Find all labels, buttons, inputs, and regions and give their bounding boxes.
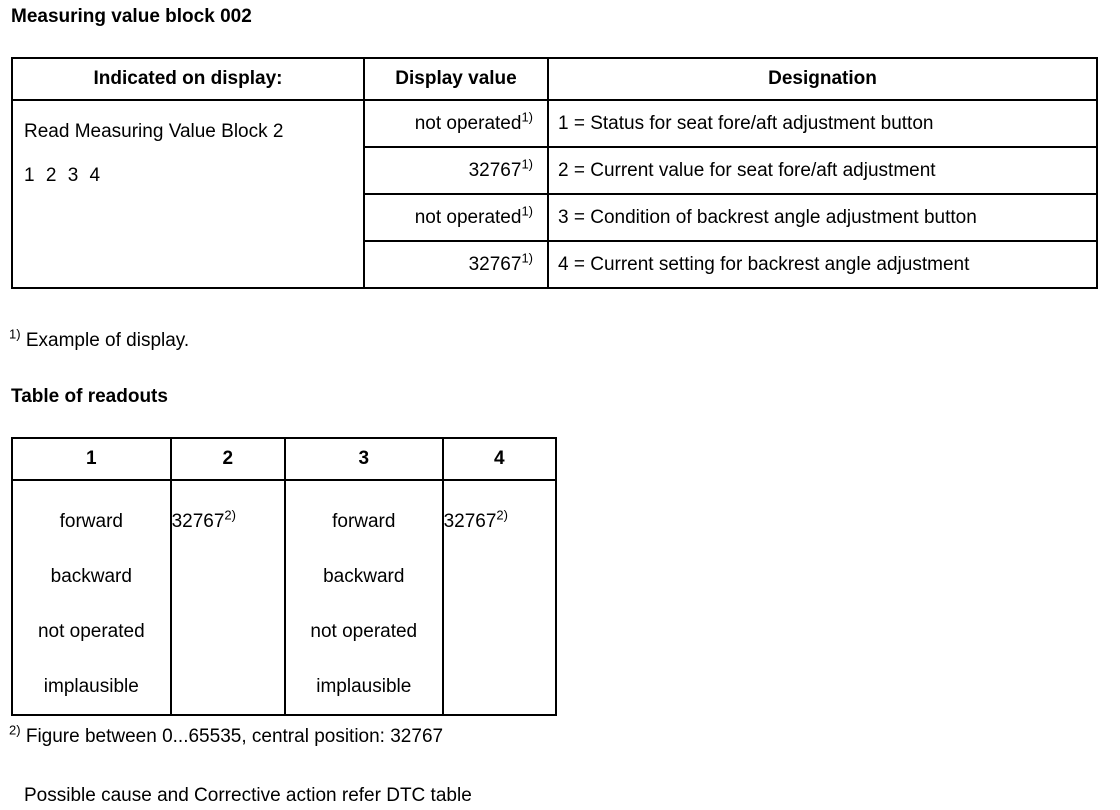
table-row: 327671) 2 = Current value for seat fore/… (12, 146, 1098, 195)
footnote-1-text: Example of display. (25, 330, 190, 351)
closing-note: Possible cause and Corrective action ref… (24, 785, 472, 806)
footnote-marker: 1) (521, 250, 533, 266)
readout-value: forward (332, 511, 396, 532)
footnote-1-marker: 1) (9, 326, 21, 342)
readout-value: 32767 (443, 511, 497, 532)
display-value-cell: 327671) (363, 240, 549, 289)
column-header-indicated-on-display: Indicated on display: (11, 57, 365, 101)
footnote-2: 2) Figure between 0...65535, central pos… (9, 722, 444, 748)
display-value-text: 32767 (468, 159, 522, 181)
measuring-value-block-table: Indicated on display: Display value Desi… (11, 57, 1098, 289)
display-value-cell: not operated1) (363, 99, 549, 148)
table-of-readouts: 1 2 3 4 forward backward not operated im… (11, 437, 558, 716)
readout-value: 32767 (171, 511, 225, 532)
column-header-4: 4 (441, 437, 558, 481)
readout-value: not operated (310, 621, 418, 642)
footnote-marker: 1) (521, 109, 533, 125)
readouts-section-title: Table of readouts (11, 386, 168, 407)
display-value-cell: not operated1) (363, 193, 549, 242)
display-value-text: 32767 (468, 253, 522, 275)
column-header-3: 3 (283, 437, 444, 481)
table-header-row: Indicated on display: Display value Desi… (11, 57, 1098, 101)
footnote-marker: 2) (224, 507, 236, 523)
indicated-line-2: 1 2 3 4 (24, 165, 104, 186)
column-header-designation: Designation (547, 57, 1098, 101)
readout-column-2-cell: 327672) (169, 479, 286, 716)
readout-value: implausible (316, 676, 412, 697)
display-value-text: not operated (414, 206, 522, 228)
readout-value: backward (323, 566, 405, 587)
designation-cell: 3 = Condition of backrest angle adjustme… (547, 193, 1098, 242)
footnote-1: 1) Example of display. (9, 326, 190, 352)
readout-column-1-cell: forward backward not operated implausibl… (11, 479, 172, 716)
display-value-cell: 327671) (363, 146, 549, 195)
display-value-text: not operated (414, 112, 522, 134)
readout-value: implausible (43, 676, 139, 697)
table-header-row: 1 2 3 4 (11, 437, 558, 481)
readout-value: backward (50, 566, 132, 587)
designation-cell: 4 = Current setting for backrest angle a… (547, 240, 1098, 289)
readout-value: not operated (37, 621, 145, 642)
readout-column-3-cell: forward backward not operated implausibl… (283, 479, 444, 716)
table-row: not operated1) 3 = Condition of backrest… (12, 193, 1098, 242)
column-header-2: 2 (169, 437, 286, 481)
table-row: Read Measuring Value Block 2 1 2 3 4 not… (11, 99, 1098, 289)
footnote-2-marker: 2) (9, 722, 21, 738)
footnote-marker: 2) (496, 507, 508, 523)
table-row: forward backward not operated implausibl… (11, 479, 558, 716)
footnote-2-text: Figure between 0...65535, central positi… (25, 726, 444, 747)
table-row: 327671) 4 = Current setting for backrest… (12, 240, 1098, 289)
column-header-display-value: Display value (363, 57, 549, 101)
column-header-1: 1 (11, 437, 172, 481)
designation-cell: 2 = Current value for seat fore/aft adju… (547, 146, 1098, 195)
indicated-on-display-cell: Read Measuring Value Block 2 1 2 3 4 (11, 99, 365, 289)
readout-value: forward (59, 511, 123, 532)
footnote-marker: 1) (521, 203, 533, 219)
designation-cell: 1 = Status for seat fore/aft adjustment … (547, 99, 1098, 148)
page-title: Measuring value block 002 (11, 6, 252, 27)
indicated-line-1: Read Measuring Value Block 2 (24, 121, 284, 142)
footnote-marker: 1) (521, 156, 533, 172)
readout-column-4-cell: 327672) (441, 479, 558, 716)
